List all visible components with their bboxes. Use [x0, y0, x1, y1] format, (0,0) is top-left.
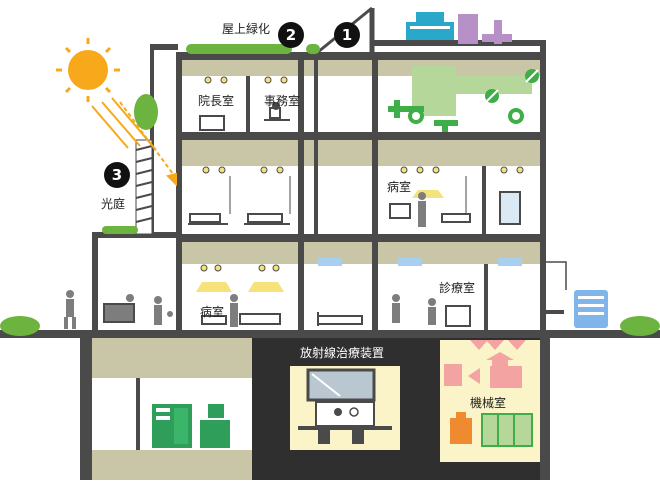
rooftop-equipment [406, 12, 512, 44]
marker-1: 1 [334, 22, 360, 48]
ceiling-lights [200, 76, 524, 272]
machine-room-label: 機械室 [470, 396, 507, 410]
rooftop-greening-label: 屋上緑化 [222, 22, 271, 36]
ward-upper-label: 病室 [387, 180, 412, 194]
monitor-icon [208, 404, 224, 418]
ward-lower-label: 病室 [200, 305, 225, 319]
trees [0, 94, 660, 336]
ward-details [229, 176, 467, 214]
machine-room [438, 338, 550, 480]
basement-left-room [80, 338, 252, 480]
tree-icon [134, 94, 158, 130]
marker-3: 3 [104, 162, 130, 188]
lightwell-label: 光庭 [101, 197, 126, 211]
sun-icon [56, 38, 120, 102]
person-icon [66, 290, 74, 298]
duct-system [378, 60, 540, 132]
rooftop-greenery [186, 44, 320, 54]
director-room-label: 院長室 [198, 94, 235, 108]
desk-icon [199, 115, 225, 131]
sun-group [56, 38, 177, 187]
building-structure [92, 6, 546, 330]
light-well [102, 139, 153, 235]
radiation-therapy-label: 放射線治療装置 [300, 346, 385, 360]
consultation-room-label: 診療室 [439, 281, 476, 295]
office-label: 事務室 [264, 94, 301, 108]
air-conditioner-icon [318, 258, 342, 266]
lamp-icon [196, 282, 232, 292]
outdoor-unit-icon [574, 290, 608, 328]
pump-icon [444, 364, 462, 386]
people [64, 102, 436, 329]
air-conditioners [318, 258, 608, 328]
radiation-room [252, 338, 438, 480]
furniture [103, 107, 521, 327]
control-panel-icon [450, 418, 472, 444]
marker-2: 2 [278, 22, 304, 48]
cooling-tower-icon [406, 22, 454, 40]
